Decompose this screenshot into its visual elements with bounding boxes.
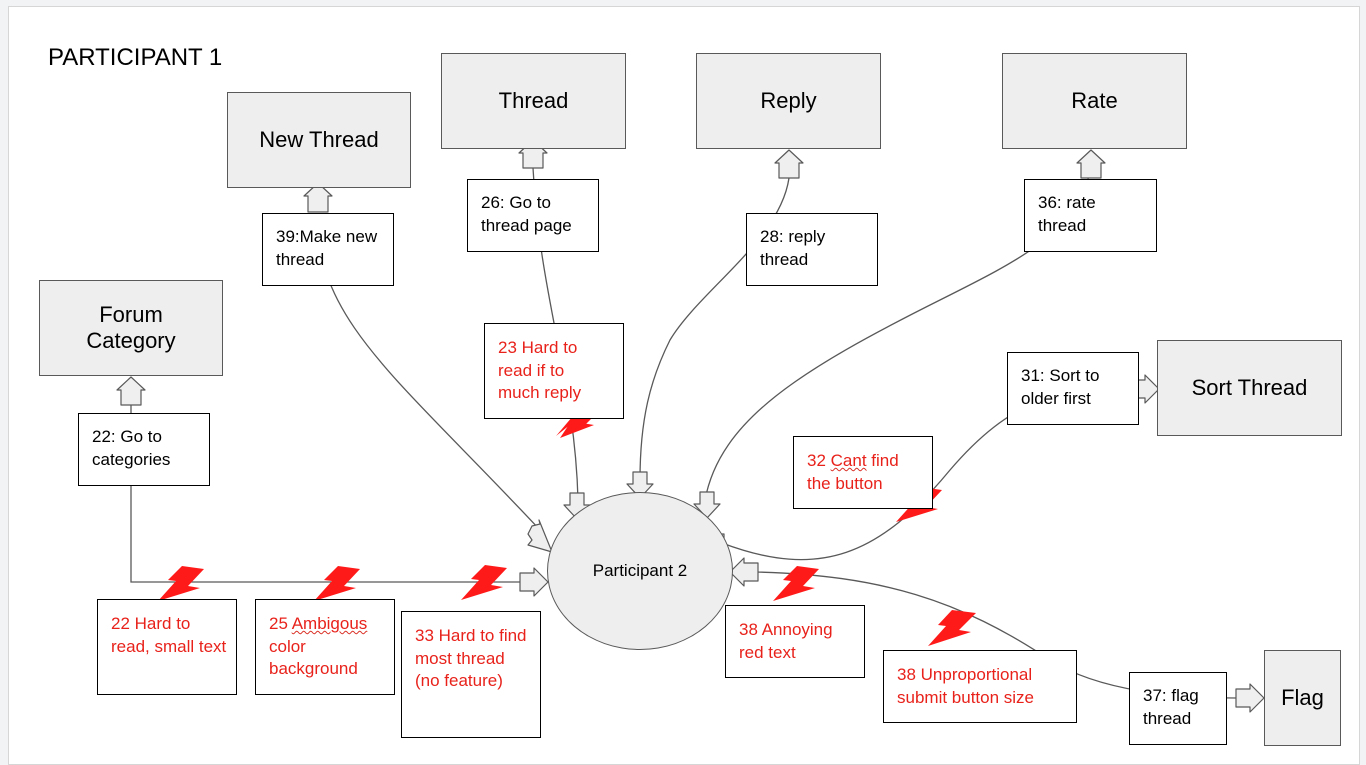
action-make-new-thread: 39:Make new thread: [262, 213, 394, 286]
arrow-down-new-thread: [527, 519, 553, 553]
node-reply: Reply: [696, 53, 881, 149]
lightning-icon: [314, 566, 360, 601]
lightning-icon: [773, 566, 819, 601]
issue-unproportional-submit: 38 Unproportional submit button size: [883, 650, 1077, 723]
issue-hard-to-read-reply: 23 Hard to read if to much reply: [484, 323, 624, 419]
action-reply-thread: 28: reply thread: [746, 213, 878, 286]
issue-cant-find-button: 32 Cant find the button: [793, 436, 933, 509]
lightning-icon: [461, 565, 507, 600]
arrow-right-flag: [1235, 683, 1265, 713]
participant-node: Participant 2: [547, 492, 733, 650]
action-go-to-thread-page: 26: Go to thread page: [467, 179, 599, 252]
arrow-down-reply: [626, 471, 654, 499]
node-new-thread: New Thread: [227, 92, 411, 188]
arrow-up-rate: [1076, 149, 1106, 179]
action-rate-thread: 36: rate thread: [1024, 179, 1157, 252]
lightning-icon: [928, 610, 976, 646]
node-sort-thread: Sort Thread: [1157, 340, 1342, 436]
action-sort-older-first: 31: Sort to older first: [1007, 352, 1139, 425]
node-thread: Thread: [441, 53, 626, 149]
arrow-up-forum: [116, 376, 146, 406]
arrow-left-flag-return: [729, 557, 759, 587]
arrow-up-reply: [774, 149, 804, 179]
action-flag-thread: 37: flag thread: [1129, 672, 1227, 745]
node-forum-category: Forum Category: [39, 280, 223, 376]
arrow-right-participant: [519, 567, 549, 597]
arrow-down-rate: [693, 491, 721, 519]
action-go-to-categories: 22: Go to categories: [78, 413, 210, 486]
lightning-icon: [158, 566, 204, 601]
node-rate: Rate: [1002, 53, 1187, 149]
issue-hard-find-thread: 33 Hard to find most thread (no feature): [401, 611, 541, 738]
diagram-title: PARTICIPANT 1: [48, 44, 223, 71]
issue-annoying-red-text: 38 Annoying red text: [725, 605, 865, 678]
node-flag: Flag: [1264, 650, 1341, 746]
arrow-up-new-thread: [303, 182, 333, 213]
issue-hard-to-read-small: 22 Hard to read, small text: [97, 599, 237, 695]
issue-ambiguous-color: 25 Ambigous color background: [255, 599, 395, 695]
